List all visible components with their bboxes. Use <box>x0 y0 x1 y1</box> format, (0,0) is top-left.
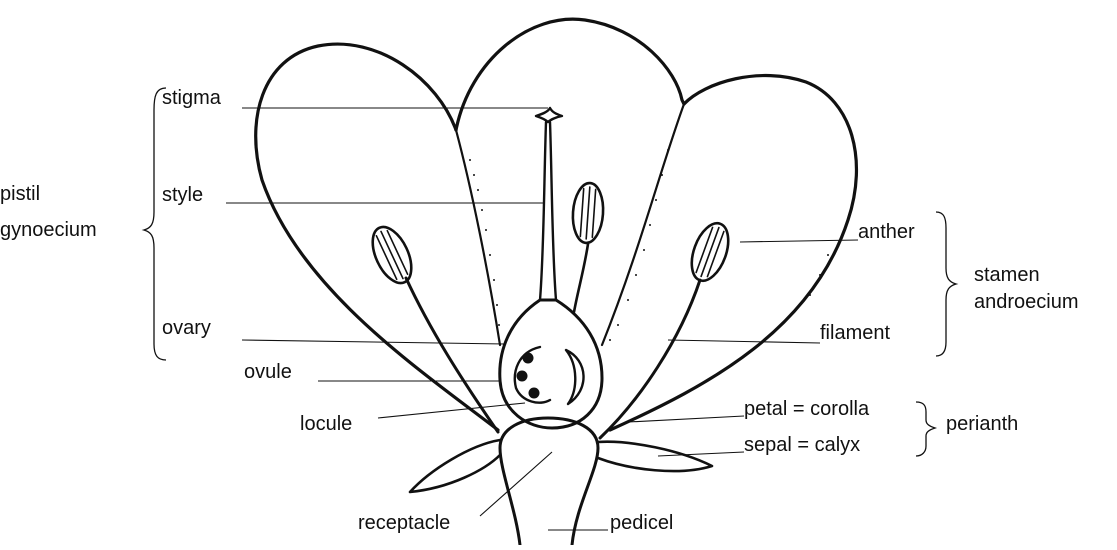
label-locule: locule <box>300 413 352 435</box>
leader-lines <box>226 108 858 530</box>
anther-left <box>365 221 419 289</box>
ovule-dot-3 <box>529 388 540 399</box>
left-petal-inner-edge <box>456 130 500 345</box>
label-style: style <box>162 184 203 206</box>
label-pedicel: pedicel <box>610 512 673 534</box>
group-stamen: stamen <box>974 264 1040 286</box>
left-sepal <box>410 440 500 492</box>
filament-left <box>406 278 498 432</box>
label-receptacle: receptacle <box>358 512 450 534</box>
center-petal <box>456 19 684 130</box>
ovule-dot-1 <box>523 353 534 364</box>
label-petal: petal = corolla <box>744 398 870 420</box>
stigma-shape <box>536 108 562 122</box>
right-petal-inner-edge <box>602 104 684 345</box>
label-ovule: ovule <box>244 361 292 383</box>
style-shape <box>540 122 556 300</box>
right-petal <box>610 76 856 430</box>
label-stigma: stigma <box>162 87 222 109</box>
group-perianth: perianth <box>946 413 1018 435</box>
receptacle-shape <box>500 418 598 545</box>
label-anther: anther <box>858 221 915 243</box>
group-gynoecium: gynoecium <box>0 219 97 241</box>
stamen-brace <box>936 212 956 356</box>
ovary-shape <box>500 300 602 428</box>
group-androecium: androecium <box>974 291 1079 313</box>
anther-right <box>685 218 736 285</box>
right-locule <box>566 350 584 404</box>
perianth-brace <box>916 402 935 456</box>
right-sepal <box>598 442 712 471</box>
label-filament: filament <box>820 322 890 344</box>
anther-center <box>571 182 605 244</box>
group-pistil: pistil <box>0 183 40 205</box>
ovule-dot-2 <box>517 371 528 382</box>
filament-right <box>600 280 700 438</box>
label-sepal: sepal = calyx <box>744 434 860 456</box>
label-ovary: ovary <box>162 317 211 339</box>
flower-drawing <box>256 19 857 545</box>
filament-center <box>574 244 588 312</box>
